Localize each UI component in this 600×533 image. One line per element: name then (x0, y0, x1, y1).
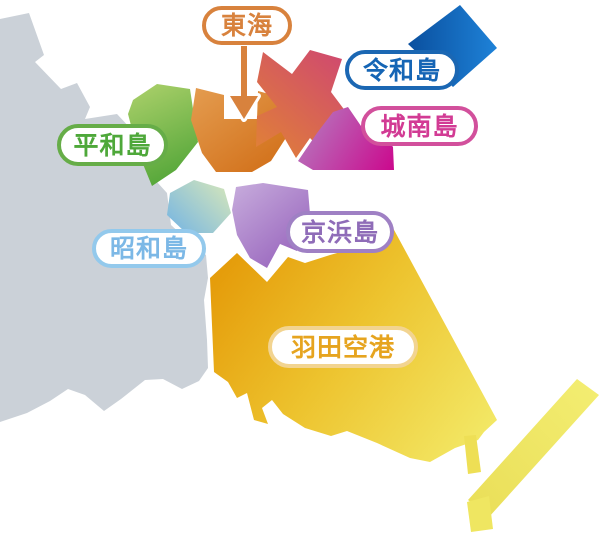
label-keihinjima[interactable]: 京浜島 (286, 211, 394, 253)
label-heiwajima[interactable]: 平和島 (57, 124, 168, 166)
label-showajima[interactable]: 昭和島 (92, 229, 206, 268)
haneda-runway-strip (468, 379, 599, 517)
tokai-island[interactable] (191, 88, 291, 172)
label-jonanjima[interactable]: 城南島 (361, 106, 478, 146)
label-haneda-airport[interactable]: 羽田空港 (268, 326, 418, 368)
showajima-island[interactable] (167, 180, 231, 233)
runway-bridge-stem (464, 435, 481, 474)
runway-foot (467, 496, 493, 532)
label-reiwajima[interactable]: 令和島 (345, 50, 459, 90)
mainland-landmass (0, 13, 208, 422)
tokai-pointer-arrow (227, 46, 261, 122)
reiwajima-island[interactable] (408, 5, 497, 87)
label-tokai[interactable]: 東海 (202, 6, 292, 45)
